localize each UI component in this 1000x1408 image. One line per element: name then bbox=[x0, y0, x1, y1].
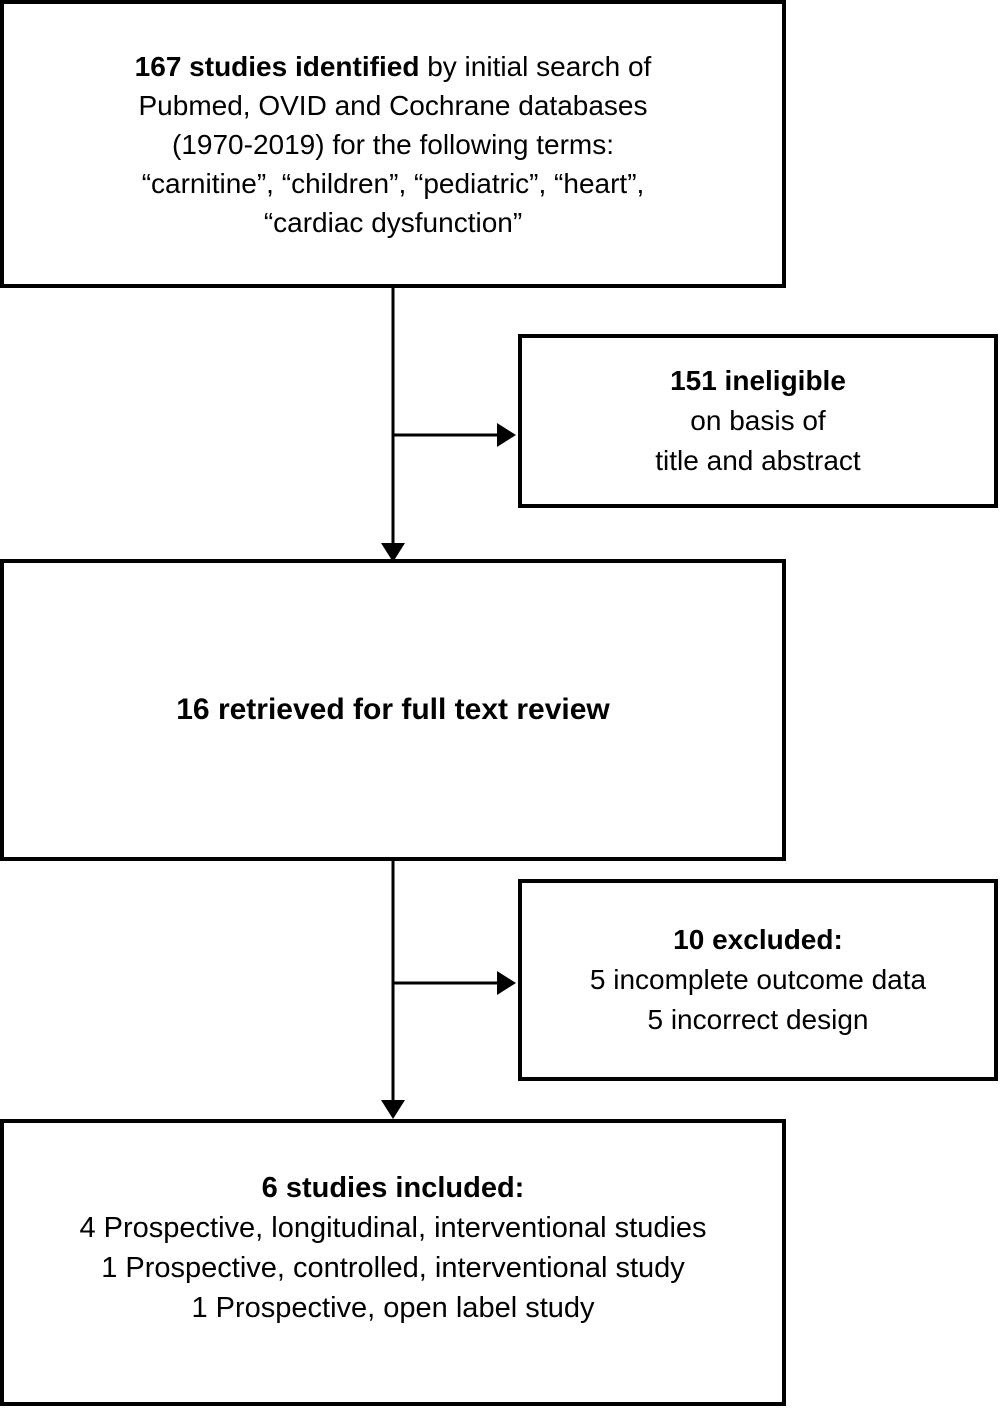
box-studies-included: 6 studies included: 4 Prospective, longi… bbox=[0, 1119, 786, 1406]
ineligible-line: on basis of bbox=[690, 405, 826, 436]
arrow-identified-to-retrieved bbox=[381, 288, 405, 562]
retrieved-title: 16 retrieved for full text review bbox=[176, 693, 610, 726]
identified-line: “carnitine”, “children”, “pediatric”, “h… bbox=[141, 167, 645, 199]
included-line: 1 Prospective, open label study bbox=[191, 1291, 595, 1324]
included-line: 4 Prospective, longitudinal, interventio… bbox=[79, 1211, 707, 1244]
identified-lead-line: 167 studies identified by initial search… bbox=[135, 47, 652, 86]
arrow-retrieved-to-included bbox=[381, 861, 405, 1119]
excluded-line: 5 incomplete outcome data bbox=[589, 964, 927, 995]
arrow-to-ineligible bbox=[393, 423, 516, 447]
box-excluded: 10 excluded: 5 incomplete outcome data 5… bbox=[518, 879, 998, 1081]
arrow-to-excluded bbox=[393, 971, 516, 995]
included-title: 6 studies included: bbox=[261, 1171, 525, 1204]
box-ineligible: 151 ineligible on basis of title and abs… bbox=[518, 334, 998, 508]
identified-line: Pubmed, OVID and Cochrane databases bbox=[138, 89, 648, 121]
identified-line: (1970-2019) for the following terms: bbox=[172, 128, 614, 160]
excluded-line: 5 incorrect design bbox=[647, 1004, 869, 1035]
identified-lead-rest: by initial search of bbox=[419, 50, 652, 82]
box-full-text-review: 16 retrieved for full text review bbox=[0, 559, 786, 861]
included-line: 1 Prospective, controlled, interventiona… bbox=[101, 1251, 685, 1284]
box-studies-identified: 167 studies identified by initial search… bbox=[0, 0, 786, 288]
excluded-title: 10 excluded: bbox=[673, 924, 843, 955]
identified-line: “cardiac dysfunction” bbox=[263, 206, 523, 238]
identified-count: 167 studies identified bbox=[134, 50, 420, 82]
ineligible-title: 151 ineligible bbox=[670, 365, 846, 396]
ineligible-line: title and abstract bbox=[655, 445, 861, 476]
